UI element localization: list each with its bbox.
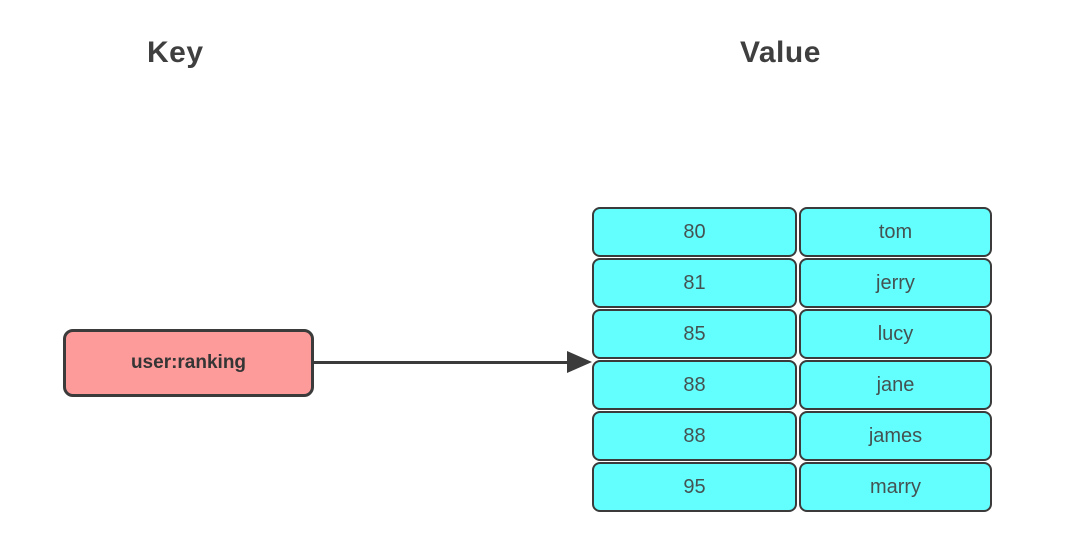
member-cell: jane xyxy=(799,360,992,410)
score-cell: 85 xyxy=(592,309,797,359)
member-cell: jerry xyxy=(799,258,992,308)
table-row: 88 jane xyxy=(592,360,992,410)
arrow-head-icon xyxy=(567,351,592,373)
score-cell: 95 xyxy=(592,462,797,512)
arrow-line xyxy=(314,361,570,364)
value-column-header: Value xyxy=(740,36,821,69)
table-row: 85 lucy xyxy=(592,309,992,359)
key-node: user:ranking xyxy=(63,329,314,397)
table-row: 88 james xyxy=(592,411,992,461)
table-row: 80 tom xyxy=(592,207,992,257)
member-cell: marry xyxy=(799,462,992,512)
value-table: 80 tom 81 jerry 85 lucy 88 jane 88 james… xyxy=(592,207,992,513)
score-cell: 88 xyxy=(592,360,797,410)
score-cell: 80 xyxy=(592,207,797,257)
member-cell: tom xyxy=(799,207,992,257)
score-cell: 81 xyxy=(592,258,797,308)
table-row: 81 jerry xyxy=(592,258,992,308)
key-column-header: Key xyxy=(147,36,204,69)
member-cell: james xyxy=(799,411,992,461)
table-row: 95 marry xyxy=(592,462,992,512)
member-cell: lucy xyxy=(799,309,992,359)
score-cell: 88 xyxy=(592,411,797,461)
